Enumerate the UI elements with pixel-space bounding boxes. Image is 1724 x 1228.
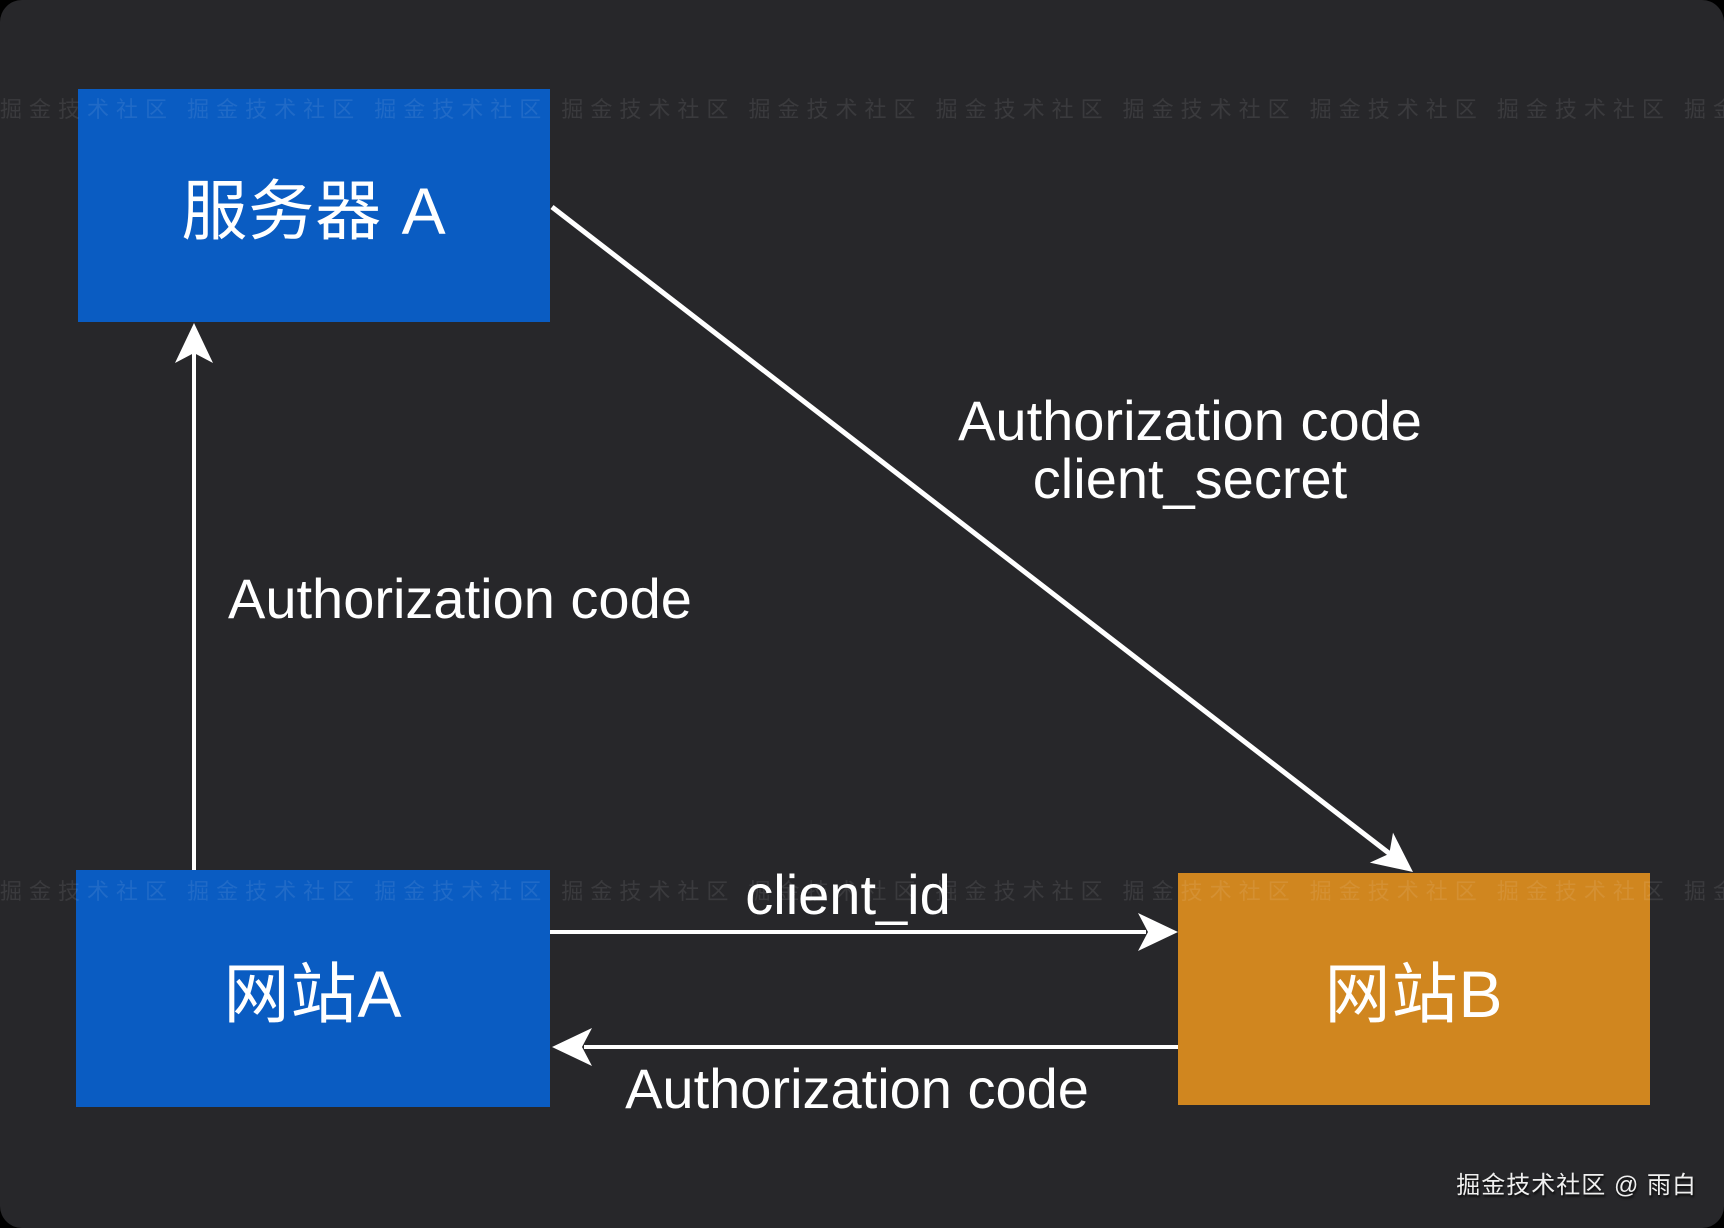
edge-label-client-id: client_id	[745, 863, 951, 926]
node-site-a: 网站A	[76, 870, 550, 1107]
node-server-a: 服务器 A	[78, 89, 550, 322]
edge-label-line1: Authorization code	[958, 389, 1422, 452]
arrow-site-a-to-site-b	[550, 913, 1178, 951]
node-site-b-label: 网站B	[1324, 957, 1504, 1031]
edge-label-authorization-code-client-secret: Authorization code client_secret	[958, 392, 1422, 508]
arrow-site-a-to-server-a	[175, 323, 213, 870]
arrow-site-b-to-site-a	[552, 1028, 1178, 1066]
node-site-a-label: 网站A	[223, 956, 403, 1031]
credit-watermark: 掘金技术社区 @ 雨白	[1456, 1172, 1697, 1199]
arrow-server-a-to-site-b	[550, 205, 1413, 872]
node-site-b: 网站B	[1178, 873, 1650, 1105]
edge-label-line2: client_secret	[1032, 447, 1348, 510]
edge-label-authorization-code-up: Authorization code	[228, 567, 692, 630]
node-server-a-label: 服务器 A	[181, 173, 447, 248]
edge-label-authorization-code-back: Authorization code	[625, 1057, 1089, 1120]
